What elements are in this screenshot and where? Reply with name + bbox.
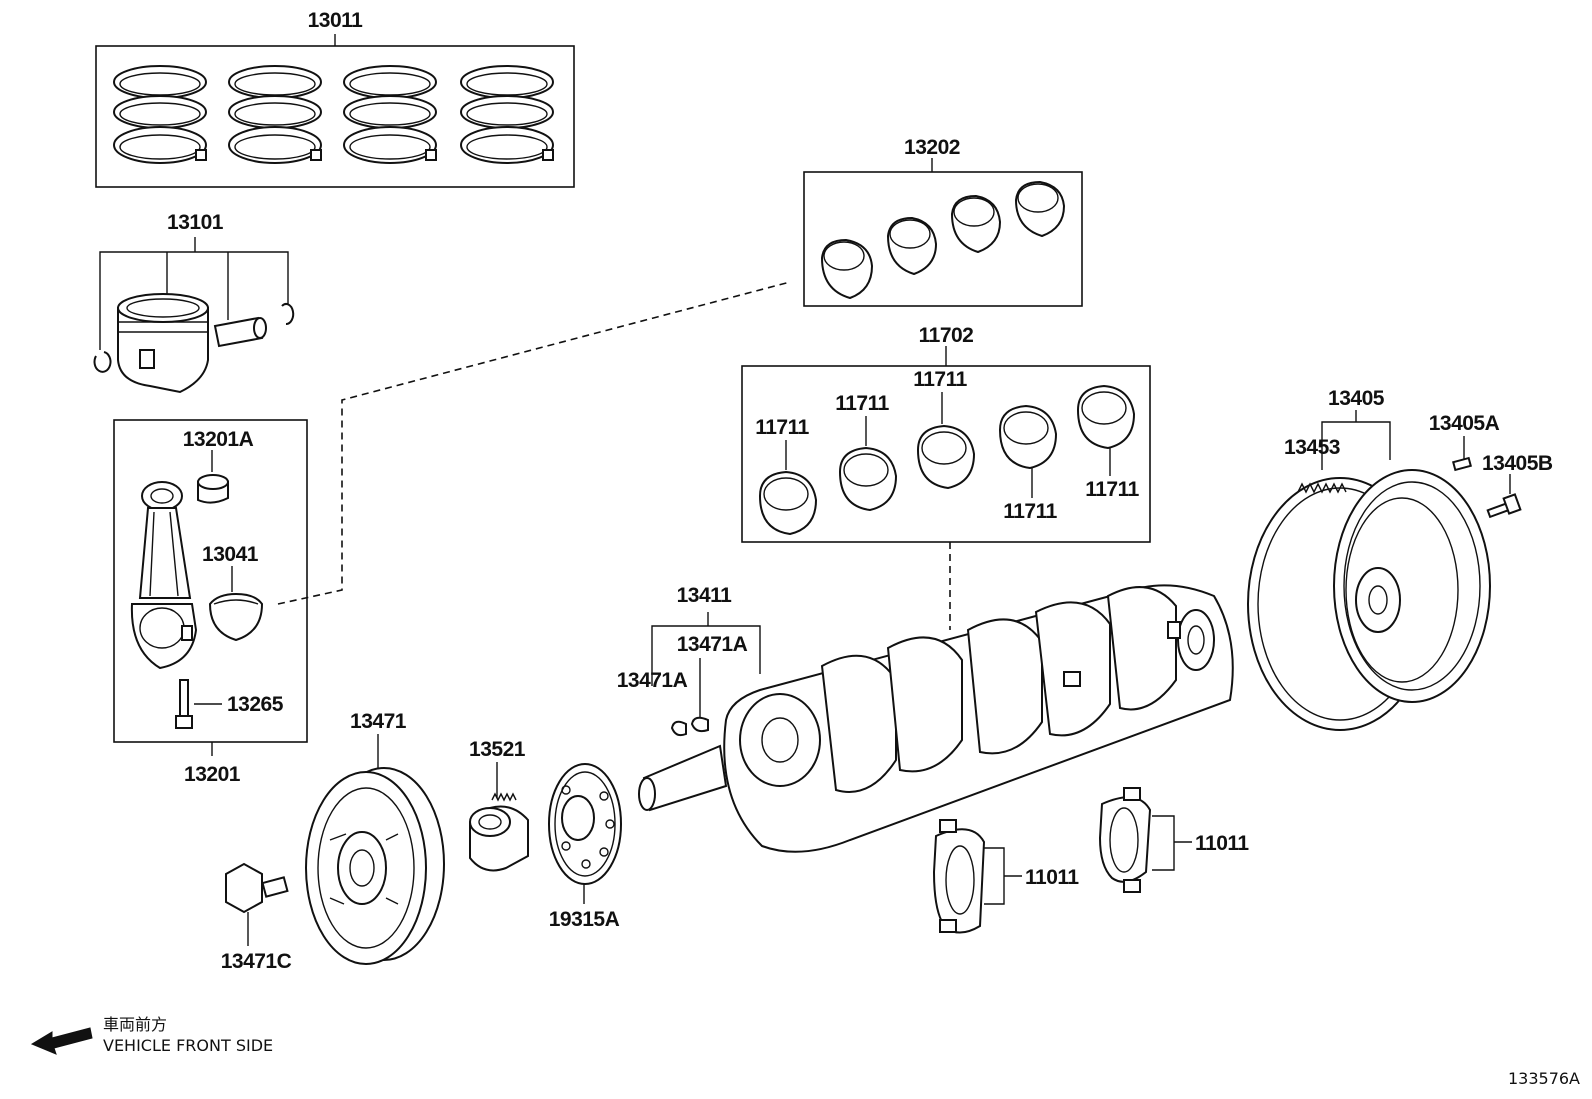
connecting-rod-bearing-set-box — [803, 171, 1083, 307]
label-11711-a[interactable]: 11711 — [755, 416, 810, 439]
crankshaft-pulley-bolt[interactable] — [225, 862, 289, 914]
drive-plate[interactable] — [1333, 469, 1491, 703]
label-13041[interactable]: 13041 — [202, 543, 259, 566]
connecting-rod-bolt[interactable] — [175, 679, 193, 729]
connecting-rod-bushing[interactable] — [197, 474, 229, 504]
main-bearing-shell[interactable] — [838, 446, 898, 512]
label-11011-front[interactable]: 11011 — [1025, 866, 1080, 889]
crank-angle-sensor-plate[interactable] — [548, 763, 622, 885]
drive-plate-bolt[interactable] — [1486, 493, 1522, 519]
main-bearing-shell[interactable] — [758, 470, 818, 536]
front-arrow-icon — [30, 1027, 93, 1055]
leader-11011-front — [984, 847, 1022, 905]
label-13405B[interactable]: 13405B — [1482, 452, 1553, 475]
crankshaft-timing-gear[interactable] — [469, 792, 529, 872]
piston-pin-snap-ring-front[interactable] — [93, 351, 112, 373]
connecting-rod[interactable] — [130, 481, 198, 670]
label-11711-d[interactable]: 11711 — [1003, 500, 1058, 523]
direction-note-english: VEHICLE FRONT SIDE — [103, 1036, 273, 1055]
thrust-washer-rear[interactable] — [1098, 787, 1152, 893]
crankshaft-key-rear[interactable] — [690, 716, 709, 733]
label-13471[interactable]: 13471 — [350, 710, 407, 733]
label-13453[interactable]: 13453 — [1284, 436, 1340, 459]
drive-plate-group: 13405 13453 13405A 13405B — [1247, 387, 1553, 731]
label-13201A[interactable]: 13201A — [183, 428, 254, 451]
label-13521[interactable]: 13521 — [469, 738, 526, 761]
piston-ring-stack[interactable] — [343, 65, 437, 164]
main-bearing-shell[interactable] — [1076, 384, 1136, 450]
leader-13411 — [651, 612, 761, 686]
piston-group: 13101 — [93, 211, 295, 394]
crankshaft-keys-group: 13411 13471A 13471A — [617, 584, 761, 737]
crankshaft-pulley-group: 13471 13471C — [221, 710, 445, 973]
label-11711-e[interactable]: 11711 — [1085, 478, 1140, 501]
leader-13405 — [1321, 410, 1391, 470]
label-13405A[interactable]: 13405A — [1429, 412, 1500, 435]
label-11011-rear[interactable]: 11011 — [1195, 832, 1250, 855]
drive-plate-dowel-pin[interactable] — [1452, 456, 1472, 472]
direction-note-japanese: 車両前方 — [103, 1015, 167, 1034]
label-13405[interactable]: 13405 — [1328, 387, 1385, 410]
main-bearing-shell[interactable] — [916, 424, 976, 490]
label-13471A-lower[interactable]: 13471A — [617, 669, 688, 692]
label-13011[interactable]: 13011 — [308, 9, 364, 32]
label-13202[interactable]: 13202 — [904, 136, 960, 159]
leader-13101 — [99, 237, 289, 350]
label-13101[interactable]: 13101 — [167, 211, 224, 234]
crankshaft-key-front[interactable] — [670, 720, 687, 737]
connecting-rod-bearing[interactable] — [208, 592, 264, 642]
label-13471A-upper[interactable]: 13471A — [677, 633, 748, 656]
label-13471C[interactable]: 13471C — [221, 950, 292, 973]
label-13265[interactable]: 13265 — [227, 693, 284, 716]
main-bearing-shell[interactable] — [998, 404, 1058, 470]
leader-11011-rear — [1152, 815, 1192, 871]
bearing-shell[interactable] — [886, 216, 938, 276]
bearing-shell[interactable] — [1014, 180, 1066, 238]
piston-ring-set-group: 13011 — [95, 9, 575, 188]
connecting-rod-bearing-set-group: 13202 — [803, 136, 1083, 307]
main-bearing-set-group: 11702 11711 11711 11711 11711 11711 — [741, 324, 1151, 543]
bearing-shell[interactable] — [820, 238, 874, 300]
diagram-id: 133576A — [1508, 1069, 1580, 1088]
label-11711-c[interactable]: 11711 — [913, 368, 968, 391]
piston-ring-stack[interactable] — [113, 65, 207, 164]
label-13411[interactable]: 13411 — [677, 584, 733, 607]
thrust-washer-front[interactable] — [932, 819, 986, 934]
connecting-rod-box — [113, 419, 308, 743]
piston-pin-snap-ring-rear[interactable] — [281, 303, 295, 326]
piston-ring-stack[interactable] — [460, 65, 554, 164]
crankshaft-pulley[interactable] — [305, 767, 445, 965]
piston-ring-stack[interactable] — [228, 65, 322, 164]
bearing-shell[interactable] — [950, 194, 1002, 254]
piston[interactable] — [117, 293, 209, 394]
label-11711-b[interactable]: 11711 — [835, 392, 890, 415]
label-19315A[interactable]: 19315A — [549, 908, 620, 931]
main-bearing-set-box — [741, 365, 1151, 543]
label-11702[interactable]: 11702 — [919, 324, 974, 347]
crankshaft[interactable] — [638, 584, 1234, 853]
crankshaft-timing-gear-group: 13521 — [469, 738, 529, 872]
label-13201[interactable]: 13201 — [184, 763, 241, 786]
piston-pin[interactable] — [213, 316, 267, 348]
crank-angle-sensor-plate-group: 19315A — [548, 763, 622, 931]
reference-line-13041-13202 — [277, 281, 791, 605]
connecting-rod-group: 13201A 13041 13265 13201 — [113, 419, 308, 786]
vehicle-front-indicator: 車両前方 VEHICLE FRONT SIDE — [30, 1015, 273, 1055]
thrust-washer-group: 11011 11011 — [932, 787, 1250, 934]
